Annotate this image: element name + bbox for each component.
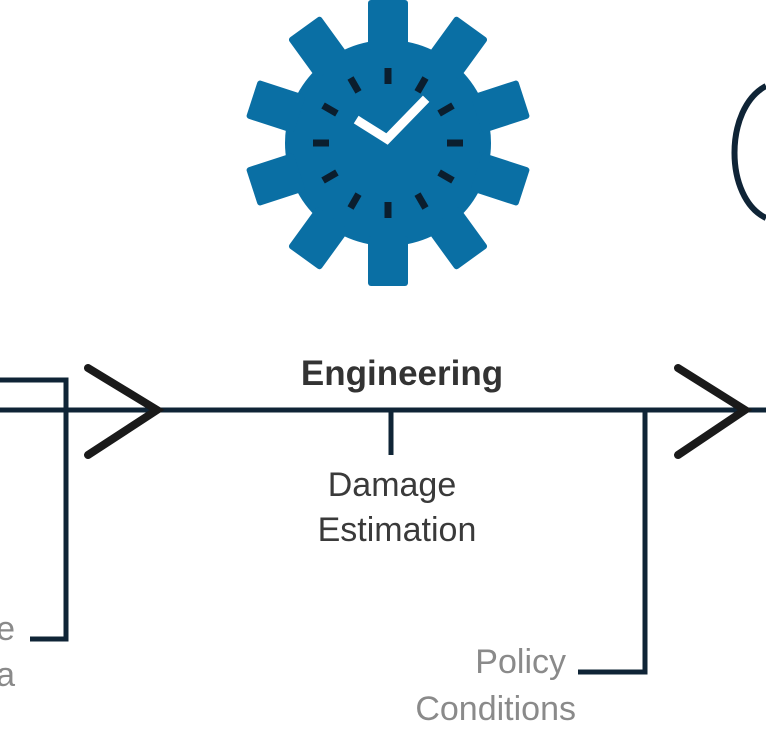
chevron-right-icon [84, 364, 165, 459]
left-branch-connector [0, 377, 69, 642]
chevron-right-icon [674, 364, 753, 459]
gear-clock-icon [246, 0, 530, 286]
stage-title: Engineering [301, 354, 503, 393]
previous-stage-label: e [0, 610, 15, 648]
policy-conditions-label: Policy [475, 643, 566, 681]
policy-conditions-label: Conditions [415, 690, 576, 728]
clock-hands-icon [353, 95, 430, 145]
previous-stage-label: a [0, 656, 15, 694]
next-stage-icon [731, 83, 766, 221]
policy-conditions-connector [578, 412, 648, 675]
damage-estimation-label: Estimation [318, 511, 477, 549]
clock-face-icon [313, 68, 463, 218]
damage-estimation-label: Damage [328, 466, 457, 504]
